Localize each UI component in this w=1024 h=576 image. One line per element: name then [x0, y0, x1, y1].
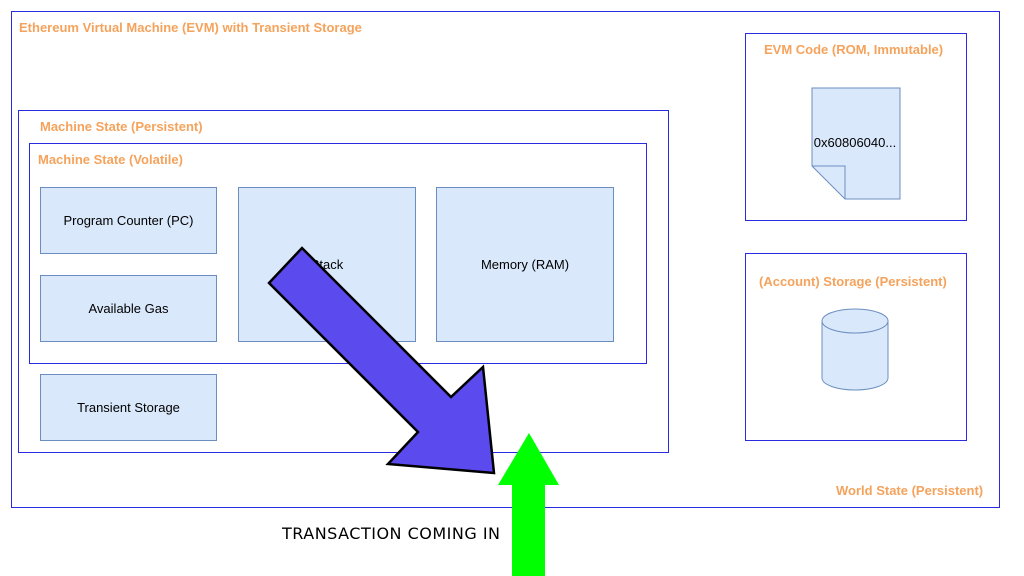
available-gas-box: Available Gas: [40, 275, 217, 342]
memory-box: Memory (RAM): [436, 187, 614, 342]
document-icon: [811, 87, 901, 200]
evm-code-content: 0x60806040...: [814, 135, 896, 150]
diagonal-arrow-icon: [267, 246, 496, 475]
machine-state-volatile-frame: [29, 143, 647, 364]
evm-title: Ethereum Virtual Machine (EVM) with Tran…: [19, 20, 362, 35]
evm-frame: [11, 11, 1000, 508]
account-storage-frame: [745, 253, 967, 441]
evm-code-frame: [745, 33, 967, 221]
transient-storage-box: Transient Storage: [40, 374, 217, 441]
machine-state-persistent-label: Machine State (Persistent): [40, 119, 203, 134]
account-storage-label: (Account) Storage (Persistent): [759, 274, 947, 289]
program-counter-box: Program Counter (PC): [40, 187, 217, 254]
world-state-label: World State (Persistent): [836, 483, 984, 498]
machine-state-persistent-frame: [18, 110, 669, 453]
up-arrow-icon: [498, 433, 559, 576]
machine-state-volatile-label: Machine State (Volatile): [38, 152, 183, 167]
evm-code-label: EVM Code (ROM, Immutable): [764, 42, 944, 57]
database-cylinder-icon: [821, 308, 889, 391]
transaction-caption: TRANSACTION COMING IN: [282, 524, 501, 543]
